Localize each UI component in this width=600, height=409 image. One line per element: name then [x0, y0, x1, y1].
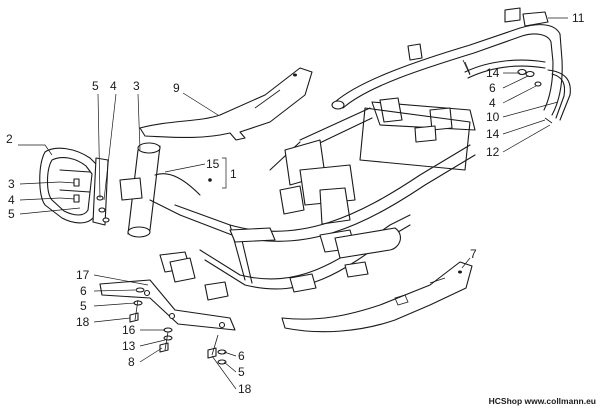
callouts: 11 9 5 4 3 2 3 4 5 15 1 14 6 4 10 14 12 … — [6, 11, 585, 396]
credit-text: HCShop www.collmann.eu — [489, 396, 596, 406]
callout-5: 5 — [80, 299, 87, 313]
callout-4: 4 — [110, 79, 117, 93]
main-frame — [119, 7, 571, 301]
callout-9: 9 — [173, 81, 180, 95]
callout-5: 5 — [8, 207, 15, 221]
callout-4: 4 — [8, 193, 15, 207]
callout-10: 10 — [486, 110, 500, 124]
callout-8: 8 — [128, 355, 135, 369]
part-7-bracket — [281, 261, 473, 333]
callout-3: 3 — [8, 177, 15, 191]
callout-5: 5 — [92, 79, 99, 93]
callout-7: 7 — [470, 247, 477, 261]
callout-3: 3 — [133, 79, 140, 93]
leader-lines — [18, 17, 568, 390]
callout-4: 4 — [489, 96, 496, 110]
callout-11: 11 — [572, 11, 585, 25]
callout-13: 13 — [122, 339, 136, 353]
callout-14: 14 — [486, 66, 500, 80]
part-2-front-guard — [39, 147, 109, 226]
callout-5: 5 — [238, 365, 245, 379]
part-17-plate — [99, 279, 236, 331]
callout-12: 12 — [486, 145, 500, 159]
callout-6: 6 — [80, 284, 87, 298]
callout-2: 2 — [6, 132, 13, 146]
callout-6: 6 — [238, 349, 245, 363]
callout-16: 16 — [122, 323, 136, 337]
callout-15: 15 — [206, 157, 220, 171]
hardware — [59, 61, 553, 365]
callout-6: 6 — [489, 81, 496, 95]
callout-18: 18 — [238, 382, 252, 396]
part-9-bracket — [139, 67, 313, 141]
callout-14: 14 — [486, 127, 500, 141]
callout-18: 18 — [76, 315, 90, 329]
callout-1: 1 — [230, 167, 237, 181]
callout-17: 17 — [76, 268, 90, 282]
